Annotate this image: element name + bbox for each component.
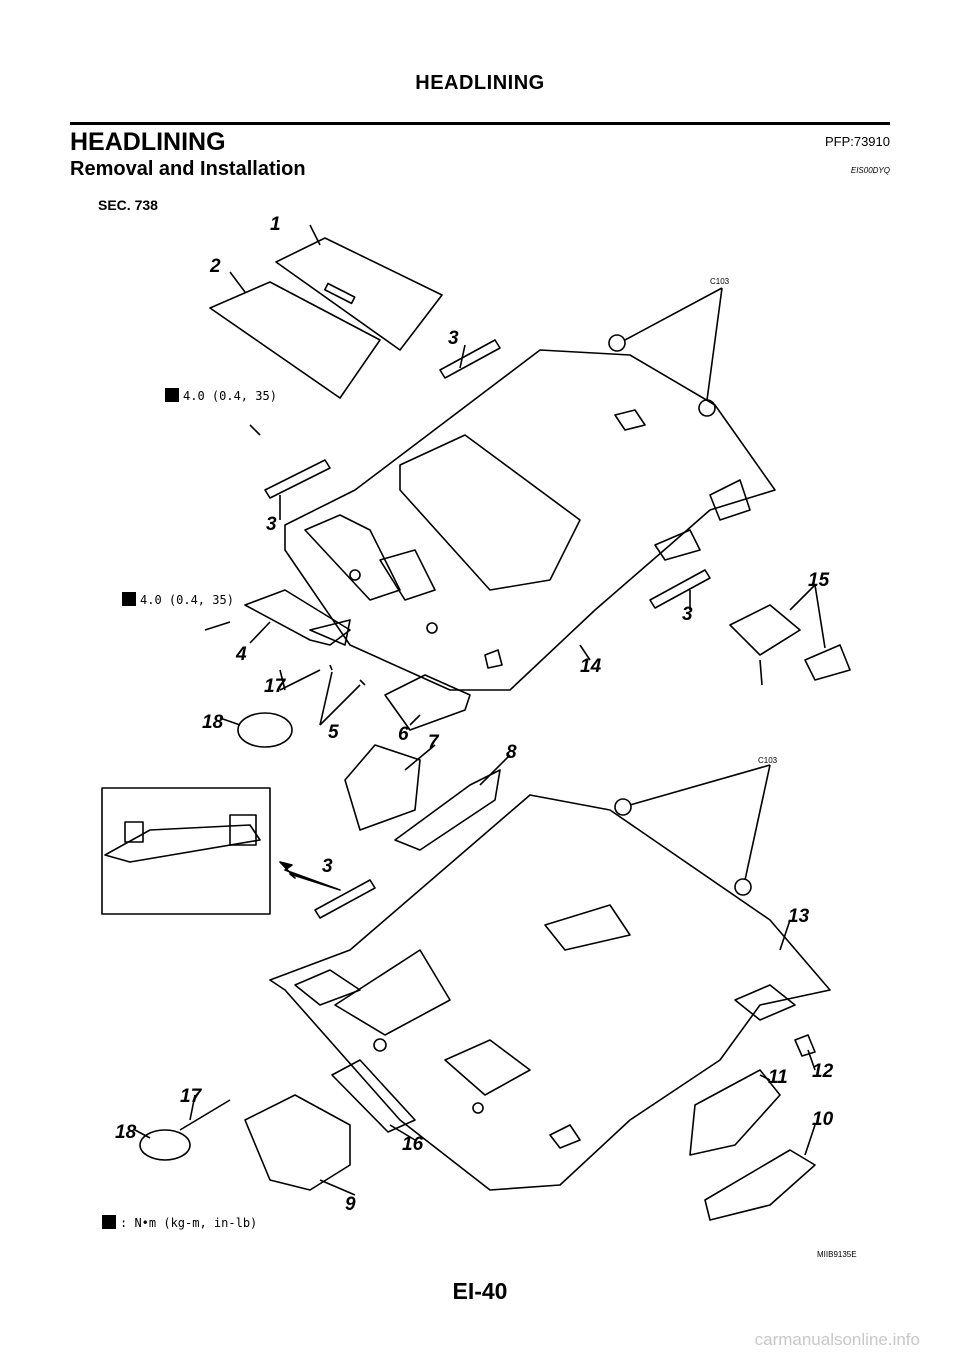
callout-11: 11 [768,1067,788,1088]
page-title: HEADLINING [70,128,226,156]
callout-7: 7 [428,732,440,753]
sec-label: SEC. 738 [98,197,158,213]
sunroof-panel-2 [209,281,381,399]
upper-headlining [284,349,776,691]
diagram-svg: SEC. 738 C103 C103 4.0 (0.4, 35) 4.0 (0.… [98,197,857,1259]
torque-spec-upper: 4.0 (0.4, 35) [183,389,277,403]
callout-1: 1 [270,214,281,235]
figure-id: MIIB9135E [817,1250,857,1259]
callout-3-left: 3 [266,514,277,535]
clip-code-lower: C103 [758,756,778,765]
sunroof-panel-1 [275,237,443,351]
callout-15: 15 [808,570,830,591]
running-head: HEADLINING [415,72,545,94]
callout-6: 6 [398,724,409,745]
torque-legend: : N•m (kg-m, in-lb) [120,1216,257,1230]
callout-10: 10 [812,1109,834,1130]
callout-5: 5 [328,722,339,743]
headlining-exploded-diagram: SEC. 738 C103 C103 4.0 (0.4, 35) 4.0 (0.… [70,190,890,1260]
header-rule [70,122,890,125]
detail-inset-box [101,787,271,915]
callout-3-right: 3 [682,604,693,625]
callout-2: 2 [209,256,221,277]
torque-spec-lower: 4.0 (0.4, 35) [140,593,234,607]
callout-16: 16 [402,1134,424,1155]
callout-17-lower: 17 [180,1086,203,1107]
watermark: carmanualsonline.info [754,1330,920,1349]
callout-14: 14 [580,656,602,677]
lower-headlining [269,794,831,1191]
pfp-code: PFP:73910 [824,134,890,149]
callout-18-lower: 18 [115,1122,137,1143]
page-number: EI-40 [452,1278,508,1304]
callout-13: 13 [788,906,810,927]
callout-9: 9 [345,1194,356,1215]
callout-3-lower: 3 [322,856,333,877]
callout-18-upper: 18 [202,712,224,733]
callout-17-upper: 17 [264,676,287,697]
clip-code-upper: C103 [710,277,730,286]
callout-8: 8 [506,742,517,763]
callout-4: 4 [235,644,247,665]
callout-12: 12 [812,1061,834,1082]
section-code: EIS00DYQ [850,166,890,175]
section-subtitle: Removal and Installation [70,158,306,180]
callout-3-upper: 3 [448,328,459,349]
